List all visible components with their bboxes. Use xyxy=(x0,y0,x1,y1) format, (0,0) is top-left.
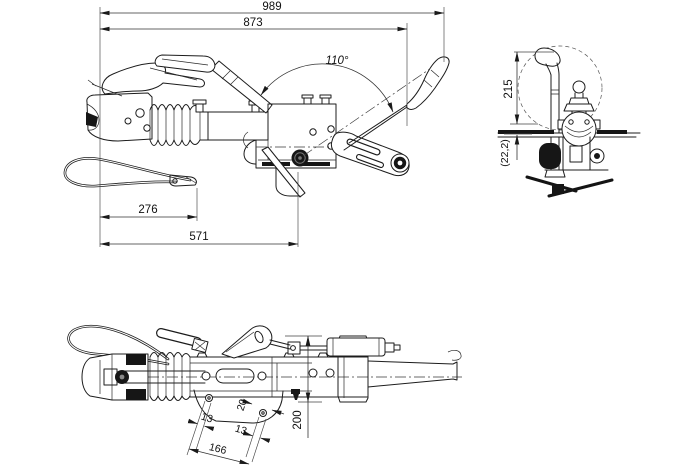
width-dimension: 200 xyxy=(285,335,322,438)
dim-571: 571 xyxy=(189,231,208,243)
side-dimensions: 989 873 276 571 xyxy=(99,1,445,247)
front-view: 215 (22,2) xyxy=(497,45,641,198)
dim-13a: 13 xyxy=(200,411,215,426)
damper xyxy=(287,337,401,357)
dim-200: 200 xyxy=(292,410,304,429)
dim-215: 215 xyxy=(503,79,515,98)
side-view: 110° 989 873 276 571 xyxy=(63,1,450,247)
mounting-flange xyxy=(193,389,284,424)
dim-989: 989 xyxy=(262,1,281,13)
coupling-head xyxy=(86,62,205,142)
front-underparts xyxy=(525,136,614,198)
dim-110: 110° xyxy=(326,55,349,67)
front-handle xyxy=(534,47,566,178)
dim-166: 166 xyxy=(208,441,228,457)
dim-13b: 13 xyxy=(234,423,249,438)
top-view: 20 13 13 166 200 xyxy=(67,324,462,465)
top-bellows xyxy=(149,352,191,401)
phantom-lever xyxy=(302,56,450,157)
cross-bar-left xyxy=(525,175,578,193)
dim-276: 276 xyxy=(138,204,157,216)
dim-22-2: (22,2) xyxy=(499,139,511,166)
dim-20: 20 xyxy=(235,398,250,413)
handbrake-lever xyxy=(154,54,273,114)
breakaway-cable xyxy=(63,157,197,188)
reverse-lever xyxy=(243,131,306,198)
swing-circle xyxy=(517,45,603,131)
top-lock-handle xyxy=(156,328,209,354)
ball-coupling xyxy=(557,80,601,147)
front-dimensions: 215 (22,2) xyxy=(499,51,554,167)
angle-dimension: 110° xyxy=(260,55,394,113)
top-head xyxy=(81,353,206,401)
tail-drawbar xyxy=(367,349,462,388)
top-handbrake-bracket xyxy=(221,325,291,359)
dim-873: 873 xyxy=(243,17,262,29)
top-rail xyxy=(189,352,369,400)
rear-arm xyxy=(330,131,410,177)
slot-dimensions: 20 13 13 166 xyxy=(186,398,285,465)
bellows xyxy=(149,104,201,146)
